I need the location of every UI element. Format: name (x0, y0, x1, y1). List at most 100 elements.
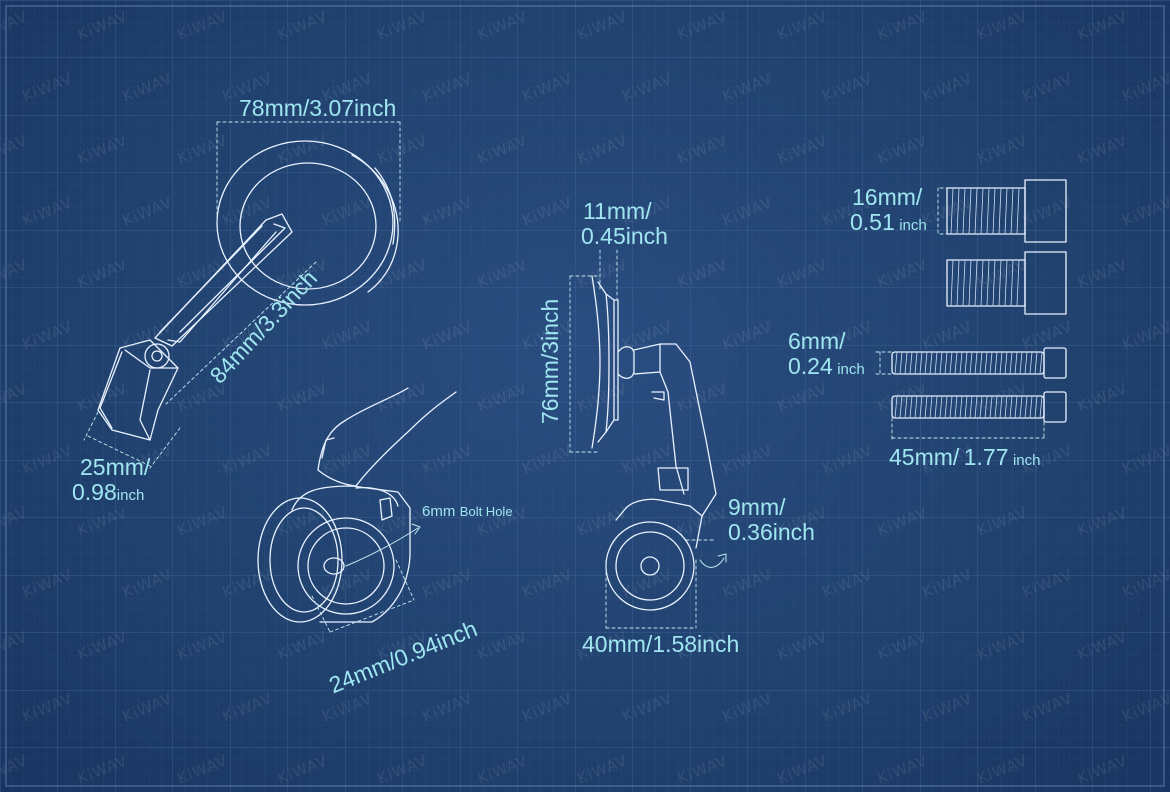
thread-line (992, 259, 996, 307)
thread-line (899, 395, 903, 419)
thread-line (962, 259, 966, 307)
thread-line (1019, 395, 1023, 419)
thread-line (919, 395, 923, 419)
bolt-diameter-label: 6mm/ 0.24 inch (788, 330, 865, 378)
thread-line (934, 395, 938, 419)
thread-line (969, 395, 973, 419)
thread-line (1029, 395, 1033, 419)
thread-line (899, 351, 903, 375)
thread-line (944, 395, 948, 419)
thread-line (986, 187, 990, 235)
thread-line (894, 395, 898, 419)
thread-line (964, 351, 968, 375)
base-width-sep: / (645, 631, 653, 657)
thread-line (986, 259, 990, 307)
mirror-width-label: 78mm/3.07inch (239, 97, 396, 120)
thread-line (979, 351, 983, 375)
thread-line (939, 351, 943, 375)
mirror-height-inch: 3inch (537, 298, 563, 354)
thread-line (994, 395, 998, 419)
bolt-diameter-mm: 6mm (788, 328, 840, 354)
thread-line (1004, 187, 1008, 235)
mirror-thickness-inch: 0.45inch (581, 223, 668, 249)
bolt-length-sep: / (952, 444, 960, 470)
thread-line (980, 187, 984, 235)
thread-line (969, 351, 973, 375)
thread-line (968, 187, 972, 235)
clamp-side-sep: / (779, 494, 786, 520)
thread-line (989, 395, 993, 419)
thread-line (968, 259, 972, 307)
bolt-large-1 (946, 179, 1067, 243)
thread-line (1029, 351, 1033, 375)
bolt-hole-text: Bolt Hole (459, 504, 513, 519)
clamp-width-inch-value: 0.98 (72, 479, 117, 505)
thread-line (974, 259, 978, 307)
thread-line (1004, 351, 1008, 375)
thread-line (1016, 259, 1020, 307)
thread-line (959, 351, 963, 375)
thread-line (974, 187, 978, 235)
thread-line (962, 187, 966, 235)
thread-line (984, 395, 988, 419)
thread-line (954, 395, 958, 419)
thread-line (992, 187, 996, 235)
thread-line (974, 395, 978, 419)
mirror-top-view (97, 140, 399, 441)
thread-line (959, 395, 963, 419)
thread-line (909, 395, 913, 419)
thread-line (894, 351, 898, 375)
clamp-width-label: 25mm/ 0.98inch (72, 454, 151, 504)
bolt-length-mm: 45mm (889, 444, 953, 470)
thread-line (1004, 395, 1008, 419)
thread-line (974, 351, 978, 375)
mirror-width-mm: 78mm (239, 95, 303, 121)
thread-line (1016, 187, 1020, 235)
thread-line (1004, 259, 1008, 307)
thread-line (904, 395, 908, 419)
thread-line (994, 351, 998, 375)
mirror-thickness-sep: / (645, 198, 652, 224)
thread-line (1039, 395, 1043, 419)
thread-line (914, 351, 918, 375)
thread-line (904, 351, 908, 375)
bolt-hole-mm: 6mm (422, 503, 456, 520)
mirror-thickness-label: 11mm/ 0.45inch (581, 198, 668, 249)
thread-line (950, 259, 954, 307)
clamp-side-mm: 9mm (728, 494, 780, 520)
thread-line (914, 395, 918, 419)
thread-line (1014, 395, 1018, 419)
base-width-label: 40mm/1.58inch (582, 633, 739, 656)
thread-line (964, 395, 968, 419)
mirror-height-mm: 76mm (537, 360, 563, 424)
thread-line (1014, 351, 1018, 375)
thread-line (909, 351, 913, 375)
clamp-width-sep: / (143, 454, 151, 480)
mirror-height-sep: / (537, 353, 563, 361)
bolt-diameter-sep: / (839, 328, 846, 354)
clamp-side-label: 9mm/ 0.36inch (728, 496, 815, 544)
thread-line (1039, 351, 1043, 375)
side-view-dimension-lines (569, 249, 717, 629)
clamp-dimension-lines (311, 559, 415, 633)
bolt-threads (894, 187, 1043, 419)
bolt-length-label: 45mm/ 1.77 inch (889, 446, 1041, 469)
thread-line (956, 187, 960, 235)
thread-line (929, 395, 933, 419)
bolt-diameter-inch-value: 0.24 (788, 353, 833, 379)
thread-line (1009, 351, 1013, 375)
bolt-head-inch-value: 0.51 (850, 209, 895, 235)
mirror-height-label: 76mm/3inch (537, 298, 563, 424)
mirror-width-sep: / (302, 95, 310, 121)
thread-line (1010, 259, 1014, 307)
thread-line (998, 259, 1002, 307)
thread-line (924, 395, 928, 419)
clamp-detail-view (257, 387, 457, 623)
mirror-width-inch: 3.07inch (309, 95, 397, 121)
bolt-length-inch-value: 1.77 (963, 444, 1009, 470)
bolt-large-2 (946, 251, 1067, 315)
bolt-long-2 (891, 391, 1067, 423)
thread-line (1024, 351, 1028, 375)
